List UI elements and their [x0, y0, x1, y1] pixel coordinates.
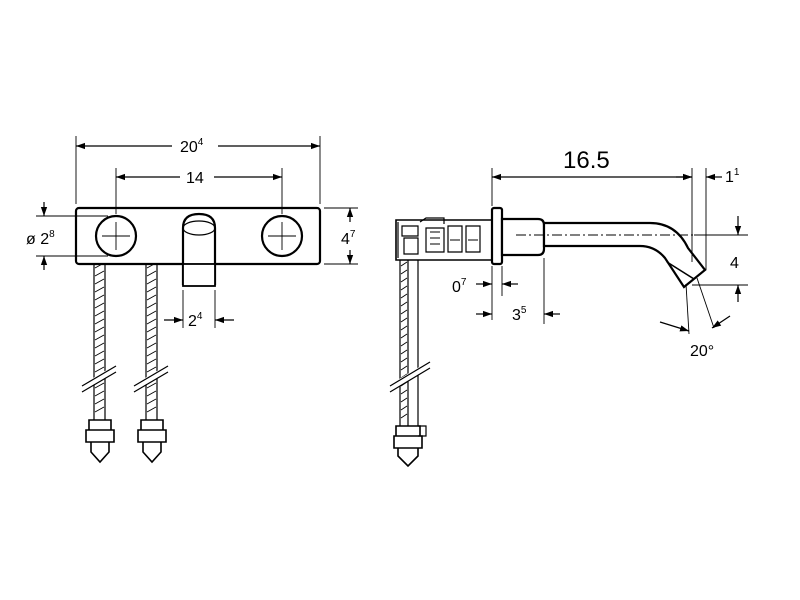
svg-text:20°: 20° [690, 343, 714, 360]
dim-overall-width: 204 [75, 136, 321, 204]
rosette [490, 206, 504, 266]
svg-text:14: 14 [186, 170, 204, 187]
dim-handle-spacing: 14 [115, 168, 283, 214]
dim-spout-width: 24 [164, 290, 234, 330]
handle-right [260, 214, 304, 258]
sleeve [500, 217, 546, 257]
hose-left [80, 262, 118, 464]
svg-text:07: 07 [452, 277, 467, 296]
svg-text:ø 28: ø 28 [26, 229, 55, 248]
svg-text:24: 24 [188, 311, 203, 330]
dim-outlet-angle: 20° [659, 277, 731, 360]
spout-front [181, 212, 217, 287]
svg-text:11: 11 [725, 167, 740, 186]
spout-side [542, 221, 707, 289]
dim-handle-diameter: ø 28 [26, 202, 108, 270]
dim-projection: 16.5 [491, 147, 693, 262]
svg-text:4: 4 [730, 255, 739, 272]
handle-left [94, 214, 138, 258]
concealed-body [395, 217, 493, 261]
svg-text:47: 47 [341, 229, 356, 248]
hose-right [132, 262, 170, 464]
svg-text:16.5: 16.5 [563, 147, 610, 174]
dim-outlet-offset: 11 [676, 167, 740, 270]
dim-plate-height: 47 [324, 207, 358, 265]
dim-plate-thickness: 07 [452, 266, 518, 320]
svg-text:35: 35 [512, 305, 527, 324]
front-view: 204 14 ø 28 47 [26, 136, 358, 464]
dim-rosette-depth: 35 [476, 258, 560, 324]
svg-text:204: 204 [180, 137, 204, 156]
side-hose [388, 258, 432, 468]
side-view: 16.5 11 4 07 35 [388, 147, 748, 468]
dim-spout-drop: 4 [692, 216, 748, 302]
